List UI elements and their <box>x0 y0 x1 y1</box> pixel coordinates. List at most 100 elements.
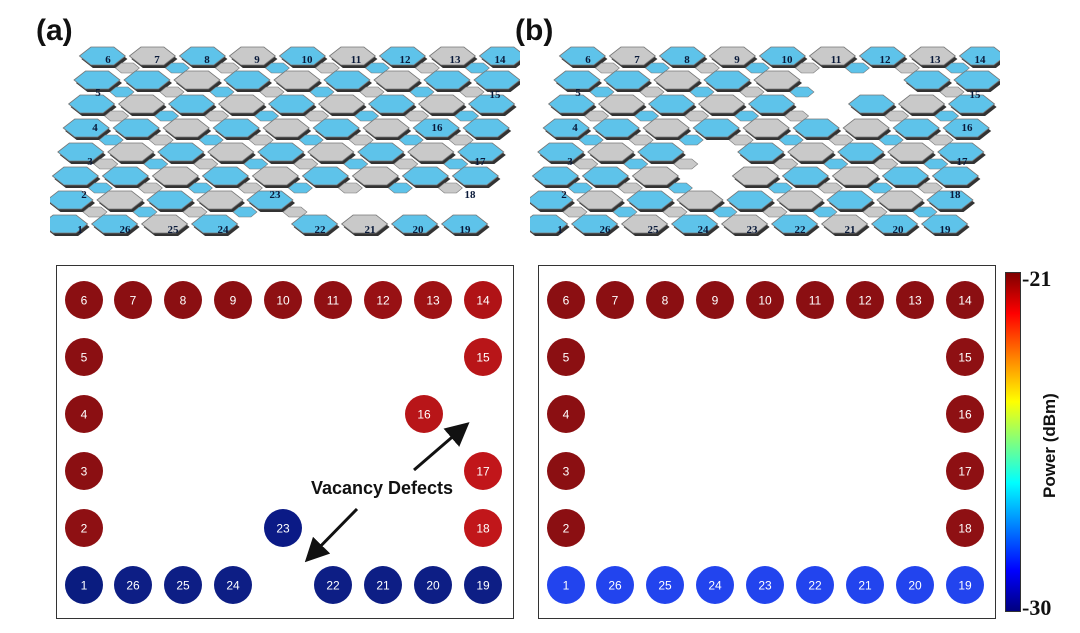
lattice-hex <box>312 118 360 138</box>
port-dot-label: 3 <box>81 465 88 479</box>
colorbar-min-label: -30 <box>1022 595 1052 620</box>
lattice-port-label: 22 <box>795 224 807 236</box>
lattice-hex <box>223 70 271 90</box>
lattice-hex <box>73 70 121 90</box>
port-dot-label: 7 <box>612 294 619 308</box>
port-dot-label: 14 <box>958 294 972 308</box>
lattice-hex <box>576 190 624 210</box>
port-dot-label: 1 <box>81 579 88 593</box>
lattice-hex <box>357 142 405 162</box>
port-dot-label: 6 <box>563 294 570 308</box>
lattice-port-label: 8 <box>684 54 690 66</box>
lattice-hex <box>467 94 516 114</box>
lattice-port-label: 18 <box>950 189 962 201</box>
port-dot-label: 10 <box>758 294 772 308</box>
lattice-port-label: 20 <box>413 224 425 236</box>
port-dot-21 <box>364 566 402 604</box>
lattice-hex <box>351 166 400 186</box>
port-dot-label: 15 <box>958 351 972 365</box>
lattice-hex <box>62 118 110 138</box>
lattice-hex <box>670 214 719 234</box>
port-dot-5 <box>65 338 103 376</box>
lattice-hex <box>926 190 974 210</box>
lattice-hex <box>747 94 796 114</box>
port-dot-label: 15 <box>476 351 490 365</box>
lattice-hex <box>847 94 896 114</box>
lattice-hex <box>57 142 105 162</box>
lattice-hex <box>831 166 880 186</box>
port-dot-label: 12 <box>858 294 872 308</box>
port-dot-16 <box>405 395 443 433</box>
lattice-hex <box>117 94 166 114</box>
lattice-hex <box>608 46 657 66</box>
lattice-port-label: 5 <box>575 87 581 99</box>
port-dot-label: 3 <box>563 465 570 479</box>
lattice-hex <box>112 118 160 138</box>
lattice-port-label: 20 <box>893 224 905 236</box>
lattice-hex <box>90 214 139 234</box>
lattice-hex <box>753 70 801 90</box>
lattice-hex <box>140 214 189 234</box>
port-dot-21 <box>846 566 884 604</box>
lattice-hex <box>787 142 835 162</box>
defect-arrow-upper <box>413 422 470 472</box>
port-dot-6 <box>547 281 585 319</box>
lattice-hex <box>262 118 310 138</box>
lattice-hex <box>246 190 294 210</box>
lattice-hex <box>362 118 410 138</box>
lattice-hex <box>423 70 471 90</box>
lattice-hex <box>597 94 646 114</box>
panel-label-a: (a) <box>36 14 73 47</box>
port-dot-label: 19 <box>958 579 972 593</box>
port-dot-17 <box>464 452 502 490</box>
port-dot-label: 2 <box>81 522 88 536</box>
port-dot-label: 17 <box>958 465 972 479</box>
port-dot-23 <box>264 509 302 547</box>
lattice-hex <box>228 46 277 66</box>
lattice-hex <box>51 166 100 186</box>
panel-label-b: (b) <box>515 14 554 47</box>
lattice-hex <box>592 118 640 138</box>
lattice-hex <box>808 46 857 66</box>
port-dot-label: 2 <box>563 522 570 536</box>
port-dot-4 <box>547 395 585 433</box>
port-dot-25 <box>646 566 684 604</box>
lattice-hex <box>273 70 321 90</box>
port-dot-1 <box>65 566 103 604</box>
lattice-hex <box>151 166 200 186</box>
port-dot-label: 23 <box>758 579 772 593</box>
lattice-port-label: 1 <box>77 224 83 236</box>
colorbar-max-label: -21 <box>1022 266 1052 291</box>
lattice-hex <box>792 118 840 138</box>
lattice-port-label: 6 <box>105 54 111 66</box>
port-dot-7 <box>114 281 152 319</box>
lattice-hex <box>190 214 239 234</box>
port-dot-label: 26 <box>608 579 622 593</box>
port-dot-11 <box>314 281 352 319</box>
lattice-hex <box>212 118 260 138</box>
port-dot-label: 13 <box>426 294 440 308</box>
lattice-hex <box>731 166 780 186</box>
port-dot-label: 25 <box>658 579 672 593</box>
port-dot-5 <box>547 338 585 376</box>
port-dot-label: 4 <box>563 408 570 422</box>
port-dot-20 <box>896 566 934 604</box>
lattice-hex <box>742 118 790 138</box>
lattice-hex <box>776 190 824 210</box>
lattice-hex <box>537 142 585 162</box>
lattice-port-label: 9 <box>254 54 260 66</box>
lattice-port-label: 22 <box>315 224 327 236</box>
lattice-hex <box>328 46 377 66</box>
lattice-hex <box>207 142 255 162</box>
lattice-hex <box>726 190 774 210</box>
lattice-hex <box>937 142 985 162</box>
lattice-hex <box>457 142 505 162</box>
port-dot-23 <box>746 566 784 604</box>
lattice-port-label: 14 <box>975 54 987 66</box>
port-dot-label: 21 <box>376 579 390 593</box>
lattice-hex <box>96 190 144 210</box>
lattice-port-label: 2 <box>561 189 567 201</box>
port-dot-3 <box>65 452 103 490</box>
